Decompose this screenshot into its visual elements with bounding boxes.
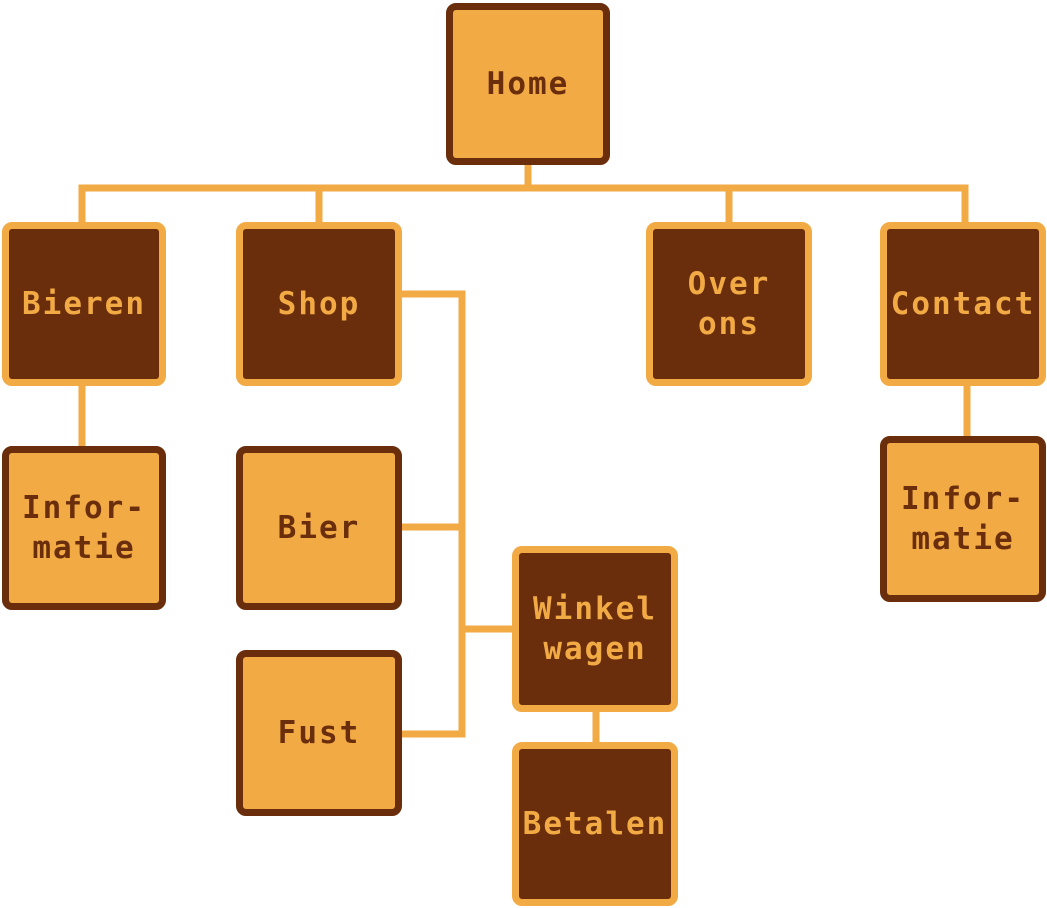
node-bieren-informatie-label-line-2: matie (32, 530, 136, 566)
node-bier-label: Bier (277, 510, 361, 546)
node-bieren-informatie: Infor- matie (2, 446, 166, 610)
node-bieren-label: Bieren (22, 286, 146, 322)
node-winkelwagen: Winkel wagen (512, 546, 678, 712)
node-home-label: Home (486, 66, 570, 102)
node-betalen: Betalen (512, 742, 678, 906)
node-winkelwagen-label-line-1: Winkel (533, 591, 657, 627)
node-contact-informatie-label-line-1: Infor- (901, 481, 1025, 517)
node-bier: Bier (236, 446, 402, 610)
node-bieren-informatie-label-line-1: Infor- (22, 490, 146, 526)
node-winkelwagen-label-line-2: wagen (543, 631, 647, 667)
node-contact-label: Contact (890, 286, 1036, 322)
node-home: Home (446, 3, 610, 165)
node-over-ons-label-line-1: Over (687, 266, 771, 302)
node-betalen-label: Betalen (522, 806, 668, 842)
node-fust: Fust (236, 650, 402, 816)
node-over-ons-label-line-2: ons (698, 306, 760, 342)
node-contact-informatie-label-line-2: matie (911, 521, 1015, 557)
node-contact: Contact (880, 222, 1046, 386)
node-over-ons: Over ons (646, 222, 812, 386)
node-bieren: Bieren (2, 222, 166, 386)
node-shop-label: Shop (277, 286, 361, 322)
node-fust-label: Fust (277, 715, 361, 751)
connector-shop-branch (398, 290, 466, 738)
node-shop: Shop (236, 222, 402, 386)
node-contact-informatie: Infor- matie (880, 436, 1046, 602)
